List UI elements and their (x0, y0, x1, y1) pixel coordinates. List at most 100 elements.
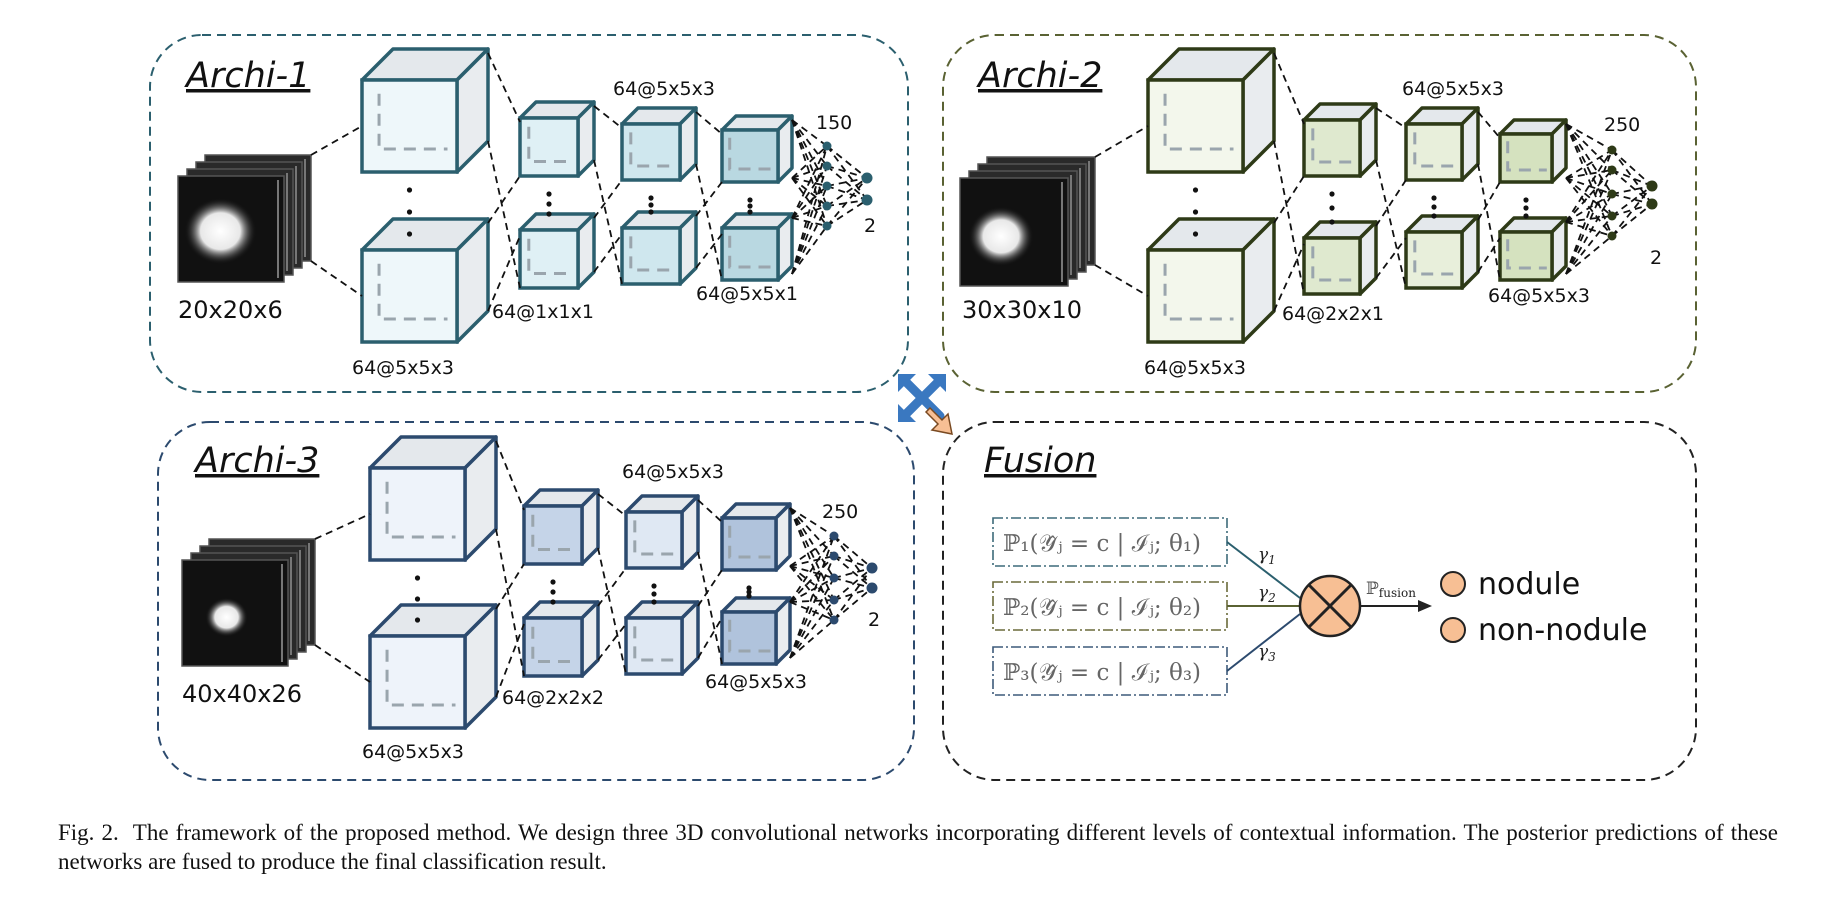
ellipsis-dot (1329, 219, 1335, 225)
ellipsis-dot (414, 575, 421, 581)
ellipsis-dot (747, 203, 753, 209)
layer-1-cube-bottom (360, 217, 490, 344)
layer-4-cube-top (720, 502, 792, 572)
connection-line (1477, 181, 1501, 221)
connection-line (1565, 221, 1613, 237)
connection-line (826, 165, 868, 179)
connection-line (1094, 125, 1149, 158)
connection-line (697, 499, 723, 523)
connection-line (593, 179, 623, 219)
connection-line (826, 177, 868, 207)
connection-line (1273, 175, 1305, 224)
fc-neuron (829, 573, 839, 583)
connection-line (487, 175, 521, 224)
connection-line (791, 119, 828, 227)
layer-2-cube-top (1302, 102, 1378, 178)
archi3-layer-label-1: 64@5x5x3 (362, 741, 464, 763)
connection-line (826, 177, 868, 187)
connection-line (697, 551, 723, 665)
connection-line (314, 513, 371, 540)
fusion-content: ℙ₁(𝒴̂ⱼ = c | ℐⱼ; θ₁) ℙ₂(𝒴̂ⱼ = c | ℐⱼ; θ₂… (992, 517, 1647, 696)
connection-line (789, 555, 835, 567)
layer-1-cube-top (360, 47, 490, 174)
connection-line (1375, 179, 1407, 227)
connection-line (1375, 237, 1407, 279)
archi1-network (177, 47, 873, 344)
ellipsis-dot (1523, 205, 1529, 211)
connection-line (1565, 123, 1613, 151)
layer-3-cube-top (620, 106, 698, 182)
ellipsis-dot (1431, 204, 1437, 210)
connection-line (1611, 169, 1653, 205)
connection-line (1565, 235, 1613, 275)
connection-line (1565, 177, 1613, 217)
class-non-nodule-label: non-nodule (1478, 613, 1647, 648)
connection-line (1565, 149, 1613, 275)
output-neuron (1646, 198, 1658, 210)
layer-3-cube-bottom (1404, 214, 1480, 290)
connection-line (789, 555, 835, 603)
layer-1-cube-bottom (1146, 217, 1276, 344)
fc-neuron (822, 221, 832, 231)
ellipsis-dot (648, 209, 654, 215)
ellipsis-dot (648, 202, 654, 208)
fc-neuron (1607, 231, 1617, 241)
connection-line (1611, 185, 1653, 237)
input-patch-image (177, 154, 312, 283)
layer-4-cube-top (720, 114, 794, 184)
connection-line (1565, 123, 1613, 237)
output-neuron (1646, 180, 1658, 192)
connection-line (1611, 185, 1653, 195)
connection-line (1611, 203, 1653, 217)
connection-line (1477, 163, 1501, 281)
connection-line (1565, 215, 1613, 275)
archi2-panel (942, 34, 1697, 393)
connection-line (593, 159, 623, 285)
connection-line (791, 145, 828, 275)
archi1-layer-label-2: 64@1x1x1 (492, 301, 594, 323)
class-nodule-label: nodule (1478, 567, 1580, 602)
fusion-title: Fusion (984, 441, 1096, 481)
connection-line (789, 507, 835, 579)
layer-3-cube-top (1404, 106, 1480, 182)
connection-line (1477, 237, 1501, 273)
connection-line (791, 119, 828, 147)
fc-neuron (1607, 165, 1617, 175)
connection-line (597, 567, 627, 607)
layer-2-cube-top (522, 488, 600, 566)
connection-line (697, 617, 723, 659)
archi3-layer-label-4: 64@5x5x3 (705, 671, 807, 693)
archi1-layer-label-4: 64@5x5x1 (696, 283, 798, 305)
layer-1-cube-bottom (368, 603, 498, 730)
connection-line (1565, 193, 1613, 223)
connection-line (826, 185, 868, 201)
archi3-input-size: 40x40x26 (182, 680, 302, 708)
archi2-layer-label-2: 64@2x2x1 (1282, 303, 1384, 325)
archi3-panel (157, 421, 915, 781)
connection-line (789, 565, 835, 579)
connection-line (826, 199, 868, 207)
ellipsis-dot (550, 589, 556, 595)
fusion-prob-label: ℙfusion (1366, 579, 1416, 600)
ellipsis-dot (550, 599, 556, 605)
fusion-formula-1: ℙ₁(𝒴̂ⱼ = c | ℐⱼ; θ₁) (1003, 531, 1201, 557)
ellipsis-dot (546, 211, 552, 217)
layer-2-cube-bottom (522, 600, 600, 678)
ellipsis-dot (1523, 213, 1529, 219)
connection-line (1565, 123, 1613, 195)
ellipsis-dot (651, 583, 657, 589)
connection-line (695, 163, 723, 281)
connection-line (495, 623, 525, 698)
archi1-outputs: 2 (864, 215, 876, 237)
fc-neuron (829, 615, 839, 625)
archi3-outputs: 2 (868, 609, 880, 631)
archi1-title: Archi-1 (184, 56, 310, 96)
connection-line (791, 205, 828, 275)
caption-label: Fig. 2. (58, 820, 119, 845)
connection-line (789, 555, 835, 659)
archi3-network (181, 435, 878, 730)
connection-line (495, 563, 525, 610)
ellipsis-dot (1431, 195, 1437, 201)
connection-line (791, 165, 828, 219)
connection-line (487, 140, 521, 289)
